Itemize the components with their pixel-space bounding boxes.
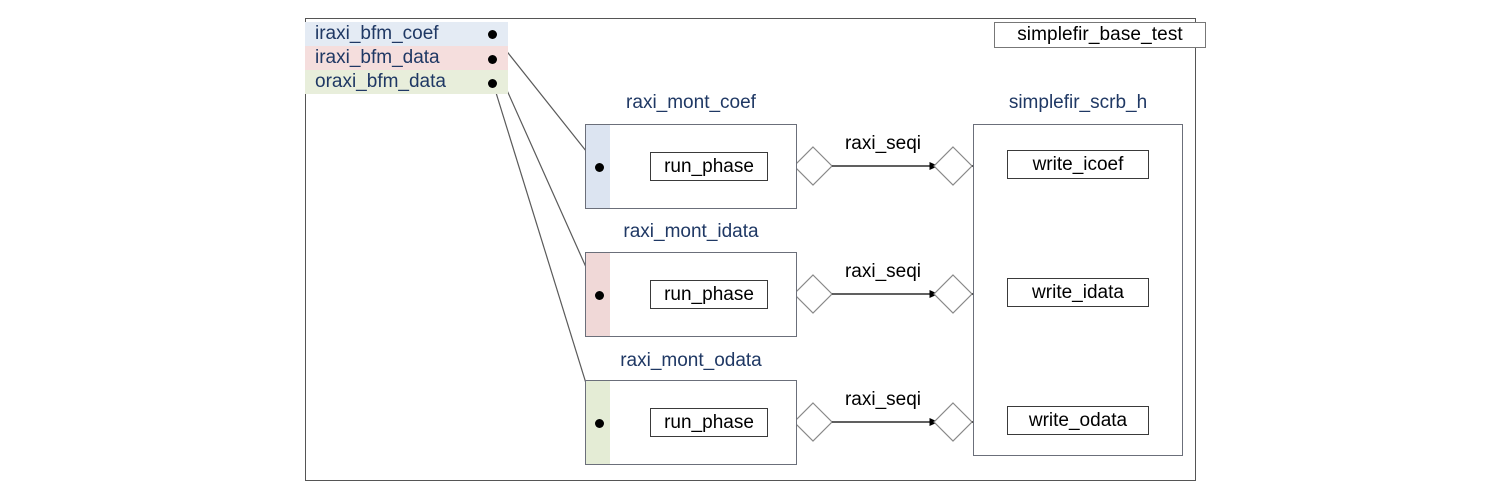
bfm-agent-oraxi-bfm-data[interactable]: oraxi_bfm_data	[305, 70, 508, 94]
scoreboard-title-label: simplefir_scrb_h	[1008, 92, 1148, 113]
bfm-agent-iraxi-bfm-data[interactable]: iraxi_bfm_data	[305, 46, 508, 70]
test-title-label: simplefir_base_test	[1017, 24, 1183, 45]
monitor-title-label: raxi_mont_idata	[623, 221, 759, 242]
method-label: write_icoef	[1032, 153, 1124, 175]
phase-label: run_phase	[664, 411, 754, 433]
phase-label: run_phase	[664, 155, 754, 177]
analysis-export-diamond-1	[933, 146, 973, 186]
bfm-agent-iraxi-bfm-coef[interactable]: iraxi_bfm_coef	[305, 22, 508, 46]
monitor-title-raxi-mont-coef: raxi_mont_coef	[585, 92, 797, 114]
analysis-port-diamond-1	[793, 146, 833, 186]
monitor-input-dot	[595, 291, 604, 300]
edge-label-raxi-seqi-2: raxi_seqi	[835, 261, 931, 283]
connector-coef	[492, 33, 599, 167]
monitor-title-raxi-mont-odata: raxi_mont_odata	[585, 350, 797, 372]
monitor-1-edges	[603, 146, 1004, 186]
connector-idata	[492, 58, 599, 295]
scoreboard-method-write-idata[interactable]: write_idata	[1007, 278, 1149, 307]
bfm-agent-label: iraxi_bfm_data	[315, 47, 440, 68]
analysis-export-diamond-2	[933, 274, 973, 314]
monitor-box-raxi-mont-idata[interactable]: run_phase	[585, 252, 797, 337]
scoreboard-title: simplefir_scrb_h	[973, 92, 1183, 114]
phase-box-run-phase[interactable]: run_phase	[650, 152, 768, 181]
monitor-title-label: raxi_mont_coef	[626, 92, 756, 113]
bfm-port-dot-coef	[488, 30, 497, 39]
phase-box-run-phase[interactable]: run_phase	[650, 280, 768, 309]
monitor-input-dot	[595, 419, 604, 428]
edge-label-raxi-seqi-1: raxi_seqi	[835, 133, 931, 155]
test-frame	[305, 18, 1196, 481]
monitor-input-dot	[595, 163, 604, 172]
edge-label-text: raxi_seqi	[844, 133, 922, 154]
monitor-box-raxi-mont-odata[interactable]: run_phase	[585, 380, 797, 465]
bfm-agent-label: oraxi_bfm_data	[315, 71, 446, 92]
monitor-box-raxi-mont-coef[interactable]: run_phase	[585, 124, 797, 209]
method-label: write_odata	[1028, 409, 1128, 431]
scoreboard-method-write-odata[interactable]: write_odata	[1007, 406, 1149, 435]
bfm-port-dot-odata	[488, 79, 497, 88]
bfm-agent-label: iraxi_bfm_coef	[315, 23, 439, 44]
method-label: write_idata	[1032, 281, 1124, 303]
scoreboard-method-write-icoef[interactable]: write_icoef	[1007, 150, 1149, 179]
analysis-port-diamond-2	[793, 274, 833, 314]
edge-label-raxi-seqi-3: raxi_seqi	[835, 389, 931, 411]
edge-label-text: raxi_seqi	[844, 261, 922, 282]
bfm-to-monitor-connectors	[492, 33, 599, 423]
bfm-port-dot-idata	[488, 55, 497, 64]
analysis-port-diamond-3	[793, 402, 833, 442]
edge-label-text: raxi_seqi	[844, 389, 922, 410]
monitor-title-label: raxi_mont_odata	[620, 350, 762, 371]
test-title-box: simplefir_base_test	[994, 22, 1206, 48]
analysis-export-diamond-3	[933, 402, 973, 442]
monitor-title-raxi-mont-idata: raxi_mont_idata	[585, 221, 797, 243]
phase-box-run-phase[interactable]: run_phase	[650, 408, 768, 437]
connector-odata	[492, 82, 599, 423]
phase-label: run_phase	[664, 283, 754, 305]
